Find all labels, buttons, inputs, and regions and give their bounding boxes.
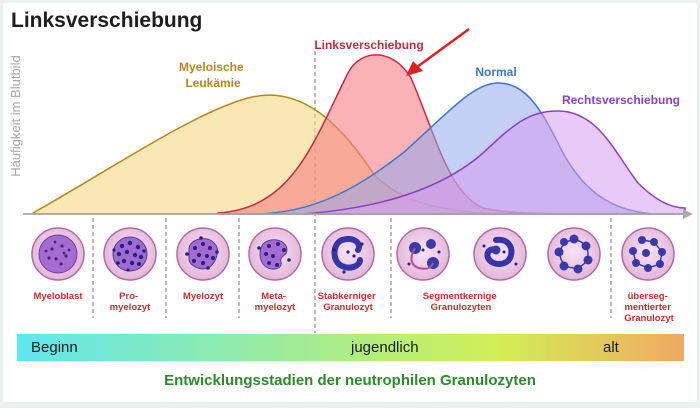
label-left-shift: Linksverschiebung	[314, 38, 423, 52]
cell-label-myeloblast: Myeloblast	[33, 291, 83, 302]
myelocyte-icon	[176, 227, 230, 281]
curve-right-shift	[302, 110, 686, 215]
cell-label-promyelocyte: Pro- myelozyt	[110, 291, 151, 313]
stage-label-end: alt	[603, 339, 619, 356]
segmented-cell-icon	[473, 227, 527, 281]
curve-labels: Myeloische Leukämie Linksverschiebung No…	[179, 38, 680, 107]
cell-label-myelocyte: Myelozyt	[183, 291, 224, 302]
hypersegmented-cell-icon	[621, 227, 675, 281]
label-myeloid-line1: Myeloische	[179, 60, 244, 74]
development-stage-bar: Beginn jugendlich alt	[17, 334, 684, 361]
cell-labels: Myeloblast Pro- myelozyt Myelozyt Meta- …	[33, 291, 674, 324]
stage-label-start: Beginn	[31, 339, 78, 356]
band-cell-icon	[321, 227, 375, 281]
metamyelocyte-icon	[248, 227, 302, 281]
diagram-caption: Entwicklungsstadien der neutrophilen Gra…	[164, 372, 536, 389]
label-normal: Normal	[475, 65, 516, 79]
diagram-title: Linksverschiebung	[11, 9, 203, 32]
segmented-cell-icon	[396, 227, 450, 281]
diagram-canvas: Myeloische Leukämie Linksverschiebung No…	[23, 27, 693, 333]
diagram-frame: Linksverschiebung Häufigkeit im Blutbild	[3, 3, 697, 402]
cell-label-segmented: Segmentkernige Granulozyten	[423, 291, 500, 313]
promyelocyte-icon	[103, 227, 157, 281]
cell-row	[31, 227, 675, 281]
cell-label-metamyelocyte: Meta- myelozyt	[255, 291, 296, 313]
label-right-shift: Rechtsverschiebung	[562, 93, 680, 107]
pointer-arrow	[406, 27, 470, 76]
distribution-curves	[32, 54, 686, 215]
x-axis-arrow	[683, 209, 693, 219]
cell-label-band-cell: Stabkerniger Granulozyt	[318, 291, 379, 313]
hypersegmented-cell-icon	[547, 227, 601, 281]
myeloblast-icon	[31, 227, 85, 281]
stage-label-middle: jugendlich	[351, 339, 419, 356]
label-myeloid-line2: Leukämie	[185, 76, 241, 90]
cell-label-hypersegmented: überseg- mentierter Granulozyt	[624, 291, 674, 324]
label-myeloid-leukemia: Myeloische Leukämie	[179, 60, 247, 90]
